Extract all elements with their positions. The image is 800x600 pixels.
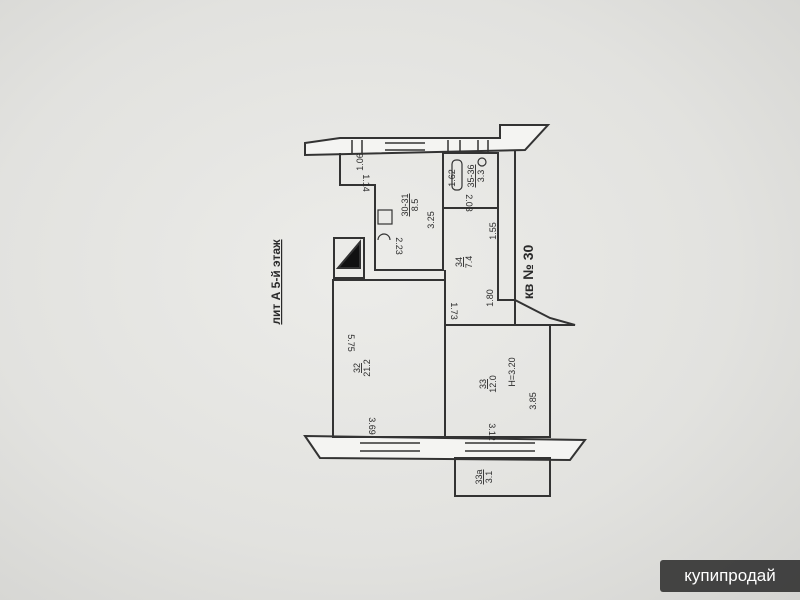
sink-icon xyxy=(377,233,391,241)
dimension: 3.69 xyxy=(367,417,377,435)
room-32-outline xyxy=(332,279,446,438)
room-number: 34 xyxy=(454,257,464,267)
dimension: 3.12 xyxy=(487,423,497,441)
bathtub-icon xyxy=(451,159,463,191)
room-number: 30-31 xyxy=(400,193,410,216)
vent-shaft xyxy=(333,237,365,279)
dimension: 1.55 xyxy=(488,222,498,240)
dimension: 3.25 xyxy=(426,211,436,229)
dimension: 2.03 xyxy=(464,194,474,212)
room-area: 12.0 xyxy=(488,375,498,393)
room-area: 3.1 xyxy=(484,471,494,484)
plan-title: лит А 5-й этаж xyxy=(269,239,283,325)
room-number: 35-36 xyxy=(466,164,476,187)
room-area: 7.4 xyxy=(464,256,474,269)
dimension: 2.23 xyxy=(394,237,404,255)
corridor-wall xyxy=(514,150,576,326)
dimension: 1.62 xyxy=(447,169,457,187)
dimension: 1.80 xyxy=(485,289,495,307)
room-area: 3.3 xyxy=(476,170,486,183)
watermark: купипродай xyxy=(660,560,800,592)
room-number: 32 xyxy=(352,363,362,373)
dimension: 1.73 xyxy=(449,302,459,320)
dimension: 3.85 xyxy=(528,392,538,410)
dimension: 1.14 xyxy=(361,174,371,192)
room-number: 33 xyxy=(478,379,488,389)
dimension: 1.06 xyxy=(355,153,365,171)
windows xyxy=(351,140,535,452)
dimension: 5.75 xyxy=(346,334,356,352)
apartment-label: кв № 30 xyxy=(520,245,536,300)
room-30-31-outline xyxy=(339,153,444,271)
room-area: 21.2 xyxy=(362,359,372,377)
stove-icon xyxy=(377,209,393,225)
vent-shaft-fill xyxy=(335,239,361,269)
room-33a-outline xyxy=(454,457,551,497)
top-exterior-wall xyxy=(304,124,551,157)
room-area: 8.5 xyxy=(410,199,420,212)
toilet-icon xyxy=(477,157,487,167)
room-number: 33а xyxy=(474,469,484,484)
ceiling-height: H=3.20 xyxy=(507,357,517,386)
bottom-exterior-wall xyxy=(303,434,587,462)
